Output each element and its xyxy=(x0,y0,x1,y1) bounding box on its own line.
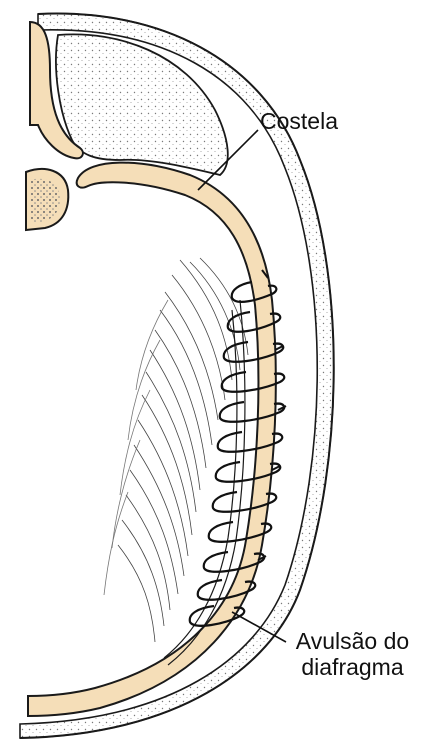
avulsao-label: Avulsão do diafragma xyxy=(285,628,420,681)
avulsao-label-line2: diafragma xyxy=(285,654,420,680)
avulsao-label-line1: Avulsão do xyxy=(285,628,420,654)
diaphragm-fibers xyxy=(104,258,248,642)
costela-label: Costela xyxy=(260,108,338,134)
rib xyxy=(28,163,276,716)
